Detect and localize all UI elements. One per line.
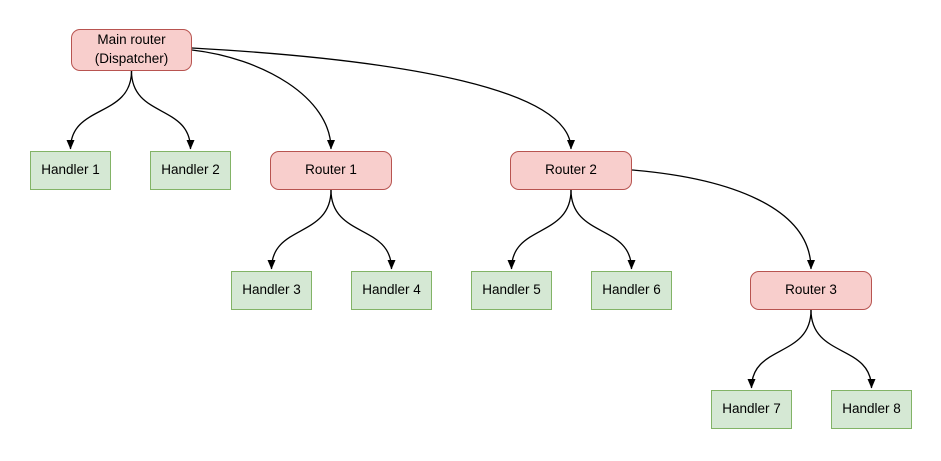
node-router1-label: Router 1 [305,162,357,178]
node-router2-label: Router 2 [545,162,597,178]
edge-router1-to-handler3 [267,189,332,270]
node-router3-label: Router 3 [785,282,837,298]
edge-router3-to-handler7 [747,309,812,389]
node-handler6: Handler 6 [591,271,672,310]
node-handler6-label: Handler 6 [602,282,661,298]
edge-main-router-to-handler1 [66,70,133,150]
node-router3: Router 3 [750,271,872,310]
edge-main-router-to-router2 [191,47,575,150]
node-handler8-label: Handler 8 [842,401,901,417]
node-handler5: Handler 5 [471,271,552,310]
edge-main-router-to-router1 [191,49,335,150]
edge-router3-to-handler8 [810,309,876,389]
node-handler3-label: Handler 3 [242,282,301,298]
node-router1: Router 1 [270,151,392,190]
edge-main-router-to-handler2 [130,70,195,150]
node-handler4-label: Handler 4 [362,282,421,298]
edge-router2-to-handler5 [507,189,572,270]
node-handler7-label: Handler 7 [722,401,781,417]
node-handler4: Handler 4 [351,271,432,310]
node-handler1-label: Handler 1 [41,162,100,178]
node-handler8: Handler 8 [831,390,912,429]
node-main-router-label: Main router (Dispatcher) [94,32,169,66]
node-handler1: Handler 1 [30,151,111,190]
node-main-router: Main router (Dispatcher) [71,29,192,71]
node-handler7: Handler 7 [711,390,792,429]
node-handler3: Handler 3 [231,271,312,310]
edge-router1-to-handler4 [330,189,396,270]
node-router2: Router 2 [510,151,632,190]
node-handler2: Handler 2 [150,151,231,190]
node-handler5-label: Handler 5 [482,282,541,298]
node-handler2-label: Handler 2 [161,162,220,178]
edge-router2-to-handler6 [570,189,636,270]
edge-router2-to-router3 [631,169,815,270]
